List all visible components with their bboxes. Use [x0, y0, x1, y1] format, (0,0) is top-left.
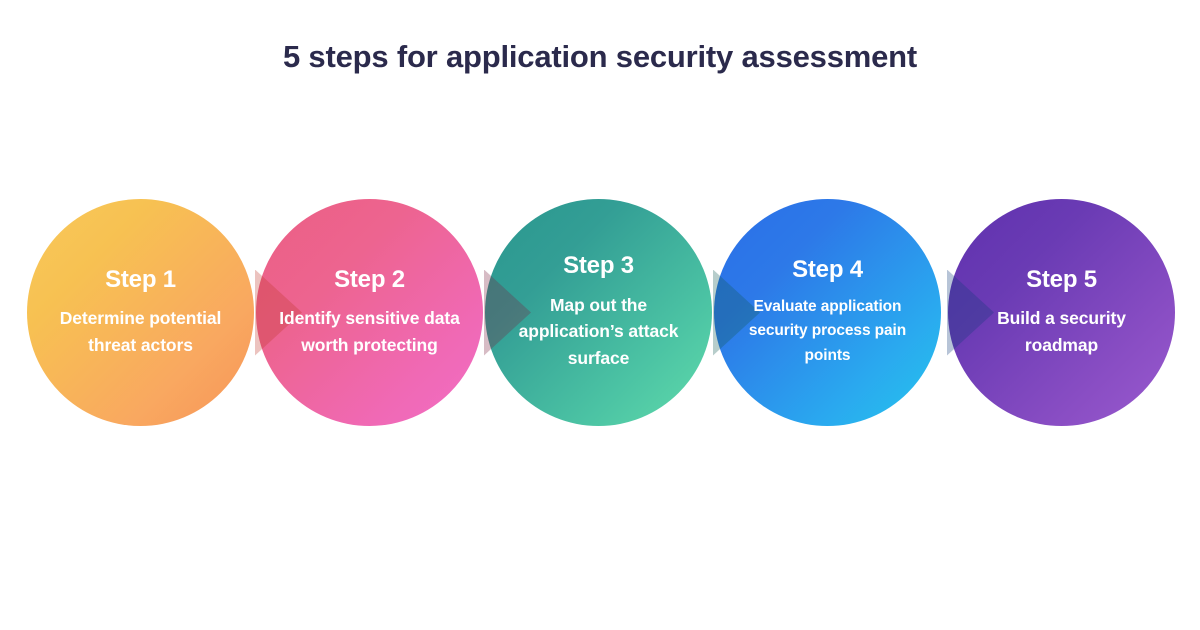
- step-node-1: Step 1 Determine potential threat actors: [27, 199, 254, 426]
- step-text-3: Step 3 Map out the application’s attack …: [485, 199, 712, 426]
- step-body-3: Map out the application’s attack surface: [518, 294, 679, 368]
- step-text-5: Step 5 Build a security roadmap: [948, 199, 1175, 426]
- step-body-5: Build a security roadmap: [997, 308, 1126, 355]
- step-node-3: Step 3 Map out the application’s attack …: [484, 199, 712, 426]
- step-heading-1: Step 1: [105, 265, 176, 293]
- step-circle-2: [256, 199, 483, 426]
- step-text-1: Step 1 Determine potential threat actors: [27, 199, 254, 426]
- step-circle-5: [948, 199, 1175, 426]
- step-node-5: Step 5 Build a security roadmap: [947, 199, 1175, 426]
- step-circle-4: [714, 199, 941, 426]
- page-title: 5 steps for application security assessm…: [282, 39, 918, 74]
- step-heading-2: Step 2: [334, 265, 405, 293]
- step-heading-5: Step 5: [1026, 265, 1097, 293]
- step-node-4: Step 4 Evaluate application security pro…: [713, 199, 941, 426]
- step-text-4: Step 4 Evaluate application security pro…: [714, 199, 941, 426]
- step-body-1: Determine potential threat actors: [59, 308, 222, 355]
- steps-row: Step 1 Determine potential threat actors…: [0, 199, 1200, 427]
- step-text-2: Step 2 Identify sensitive data worth pro…: [256, 199, 483, 426]
- step-heading-3: Step 3: [563, 252, 634, 280]
- step-node-2: Step 2 Identify sensitive data worth pro…: [255, 199, 483, 426]
- step-circle-3: [485, 199, 712, 426]
- step-body-2: Identify sensitive data worth protecting: [279, 308, 460, 355]
- step-circle-1: [27, 199, 254, 426]
- step-body-4: Evaluate application security process pa…: [748, 297, 907, 364]
- step-heading-4: Step 4: [792, 255, 863, 283]
